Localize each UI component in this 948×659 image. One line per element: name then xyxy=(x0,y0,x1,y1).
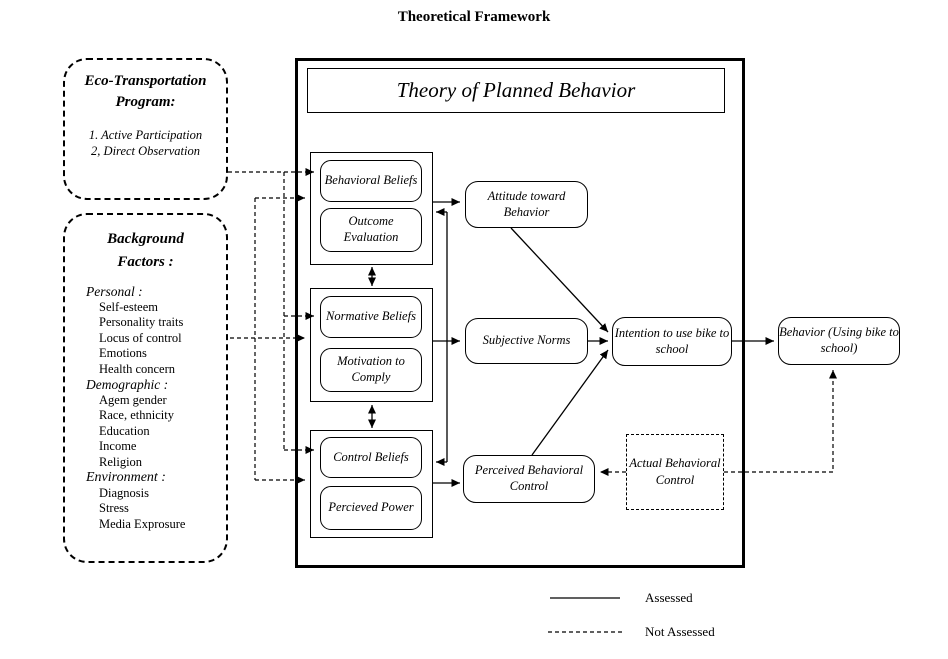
control-beliefs-box: Control Beliefs xyxy=(320,437,422,478)
subjective-norms-box: Subjective Norms xyxy=(465,318,588,364)
intention-box: Intention to use bike to school xyxy=(612,317,732,366)
perceived-behavioral-control-box: Perceived Behavioral Control xyxy=(463,455,595,503)
background-factors-heading: Background Factors : xyxy=(107,231,184,270)
eco-program-item: 2, Direct Observation xyxy=(91,143,200,158)
background-factors-list: Personal : Self-esteem Personality trait… xyxy=(65,284,226,532)
background-factors-box: Background Factors : Personal : Self-est… xyxy=(63,213,228,563)
motivation-to-comply-box: Motivation to Comply xyxy=(320,348,422,392)
bf-item: Personality traits xyxy=(99,315,184,330)
tpb-frame xyxy=(295,58,745,568)
eco-program-item: 1. Active Participation xyxy=(88,127,203,142)
bf-item: Education xyxy=(99,423,150,438)
bf-item: Race, ethnicity xyxy=(99,408,174,423)
bf-item: Diagnosis xyxy=(99,486,149,501)
behavioral-beliefs-box: Behavioral Beliefs xyxy=(320,160,422,202)
bf-item: Emotions xyxy=(99,346,147,361)
personal-section-label: Personal : xyxy=(86,284,143,299)
bf-item: Locus of control xyxy=(99,330,182,345)
environment-section-label: Environment : xyxy=(86,470,166,486)
percieved-power-box: Percieved Power xyxy=(320,486,422,530)
control-beliefs-group xyxy=(310,430,433,538)
bf-item: Media Exprosure xyxy=(99,516,186,531)
eco-transportation-program-box: Eco-Transportation Program: 1. Active Pa… xyxy=(63,58,228,200)
legend-not-assessed-label: Not Assessed xyxy=(645,624,715,639)
normative-beliefs-box: Normative Beliefs xyxy=(320,296,422,338)
actual-behavioral-control-box: Actual Behavioral Control xyxy=(626,434,724,510)
bf-item: Agem gender xyxy=(99,393,167,408)
bf-item: Stress xyxy=(99,501,129,516)
bf-item: Health concern xyxy=(99,361,176,376)
bf-item: Income xyxy=(99,439,137,454)
page-title: Theoretical Framework xyxy=(397,9,551,25)
eco-program-heading: Eco-Transportation Program: xyxy=(84,73,207,111)
behavior-box: Behavior (Using bike to school) xyxy=(778,317,900,365)
eco-program-items: 1. Active Participation 2, Direct Observ… xyxy=(65,127,226,160)
legend-assessed-label: Assessed xyxy=(645,590,693,605)
bf-item: Self-esteem xyxy=(99,300,159,314)
outcome-evaluation-box: Outcome Evaluation xyxy=(320,208,422,252)
bf-item: Religion xyxy=(99,454,143,469)
attitude-toward-behavior-box: Attitude toward Behavior xyxy=(465,181,588,228)
behavioral-beliefs-group xyxy=(310,152,433,265)
tpb-title-box: Theory of Planned Behavior xyxy=(307,68,725,113)
normative-beliefs-group xyxy=(310,288,433,402)
demographic-section-label: Demographic : xyxy=(86,377,169,393)
